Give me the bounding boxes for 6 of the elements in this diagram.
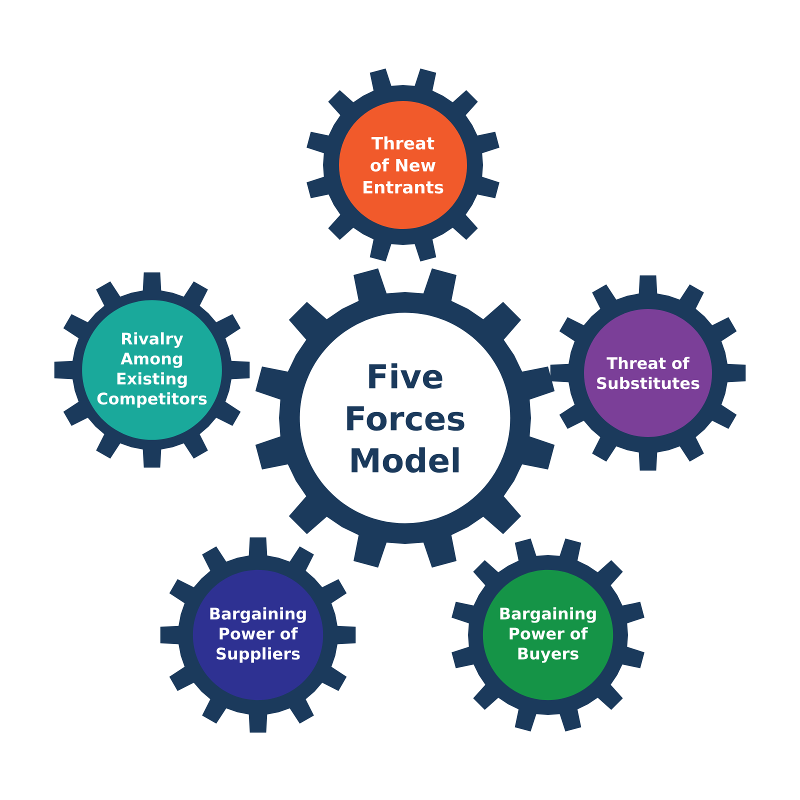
gear: Five Forces Model — [255, 268, 555, 568]
gear: Bargaining Power of Buyers — [452, 538, 644, 732]
gear: Bargaining Power of Suppliers — [160, 537, 356, 733]
gear: Threat of New Entrants — [306, 68, 500, 262]
gear: Threat of Substitutes — [550, 275, 746, 471]
gear: Rivalry Among Existing Competitors — [54, 272, 250, 468]
